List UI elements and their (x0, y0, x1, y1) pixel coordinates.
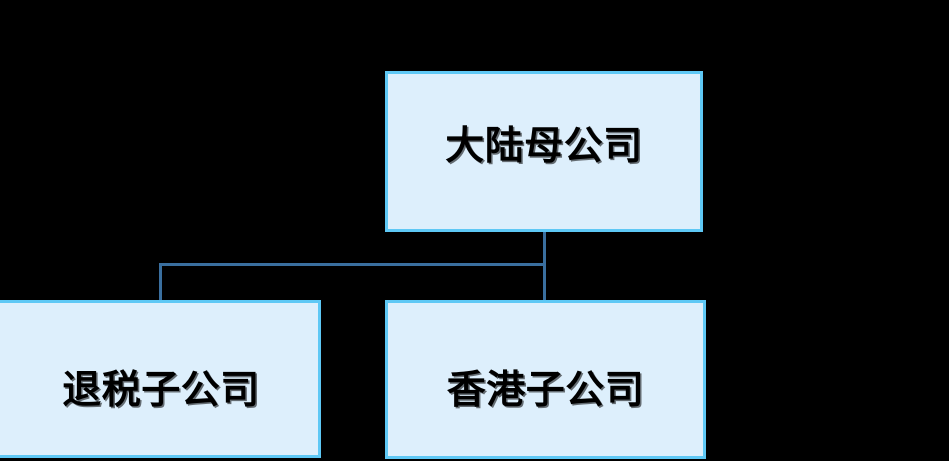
node-tax-refund-subsidiary[interactable]: 退税子公司 (0, 300, 321, 458)
node-parent-company-label: 大陆母公司 (445, 124, 643, 170)
connector-parent-stem (543, 231, 546, 301)
node-tax-refund-subsidiary-label: 退税子公司 (62, 367, 260, 413)
connector-horizontal-bus (159, 263, 546, 266)
connector-left-child-drop (159, 263, 162, 303)
node-hong-kong-subsidiary-label: 香港子公司 (446, 368, 645, 414)
node-hong-kong-subsidiary[interactable]: 香港子公司 (385, 300, 706, 459)
node-parent-company[interactable]: 大陆母公司 (385, 71, 703, 232)
